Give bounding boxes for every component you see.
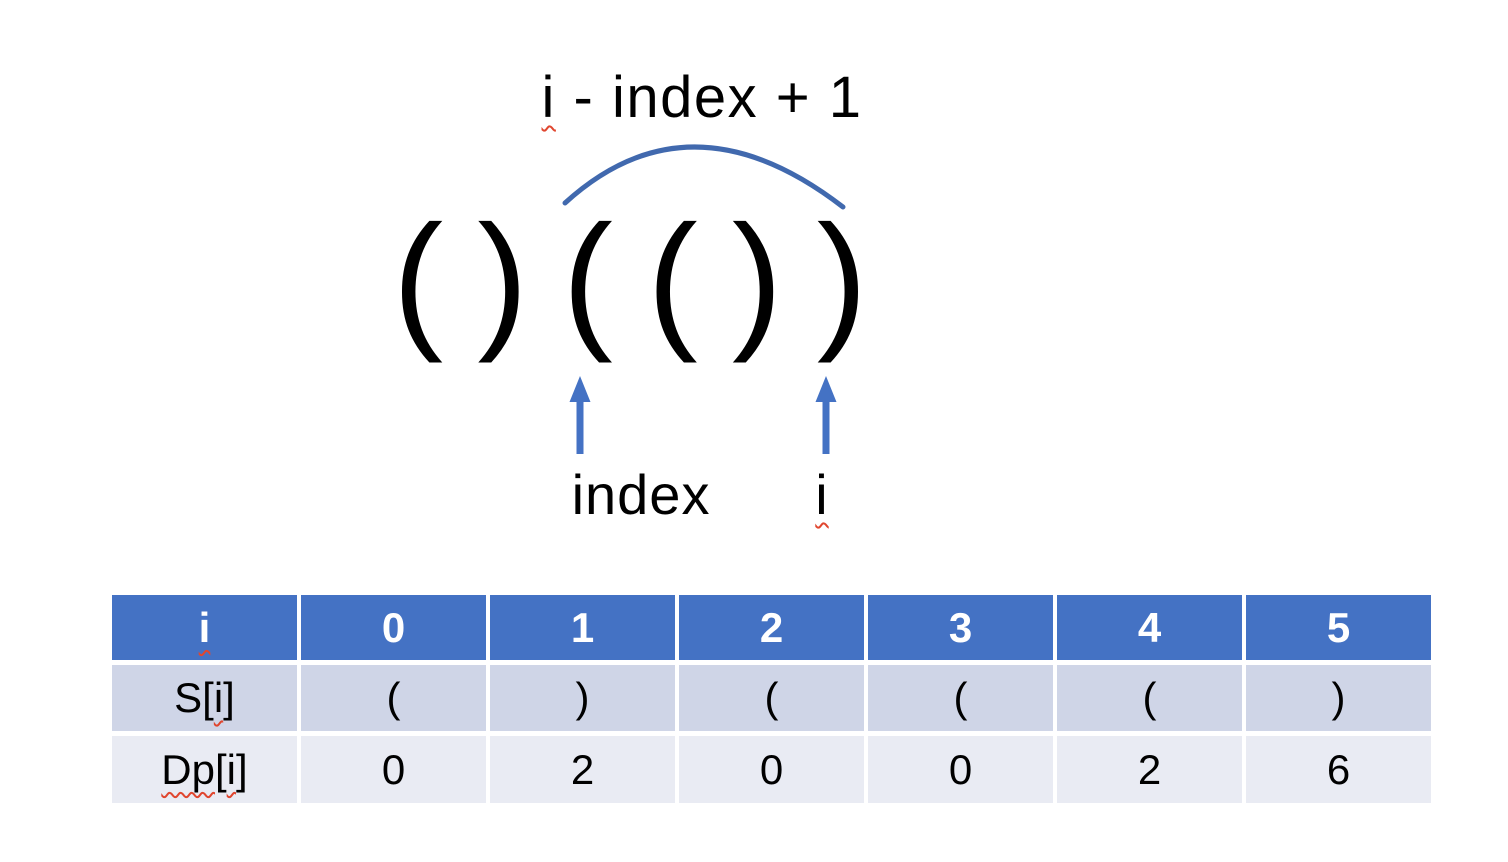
i-arrow-shape — [815, 376, 837, 454]
s-row-label-suffix: ] — [223, 674, 235, 721]
s-row-cell-4: ( — [1057, 665, 1242, 731]
dp-row-label-i: i — [226, 745, 237, 793]
length-expression-i: i — [541, 65, 556, 130]
table-header-cell-4: 4 — [1057, 595, 1242, 660]
length-expression-rest: - index + 1 — [555, 65, 863, 130]
dp-row-label-close: ] — [236, 745, 248, 793]
s-row-cell-1: ) — [490, 665, 675, 731]
table-header-cell-2: 2 — [679, 595, 864, 660]
dp-row-cell-1: 2 — [490, 736, 675, 803]
s-row-cell-2: ( — [679, 665, 864, 731]
i-pointer-label-text: i — [815, 463, 829, 526]
table-header-cell-0: 0 — [301, 595, 486, 660]
table-header-cell-1: 1 — [490, 595, 675, 660]
s-row-label: S[i] — [112, 665, 297, 731]
length-expression: i - index + 1 — [482, 66, 922, 130]
s-row-cell-0: ( — [301, 665, 486, 731]
dp-row-cell-4: 2 — [1057, 736, 1242, 803]
parentheses-sequence: ( ) ( ( ) ) — [392, 194, 868, 364]
dp-row-cell-2: 0 — [679, 736, 864, 803]
table-header-cell-3: 3 — [868, 595, 1053, 660]
i-pointer-label: i — [792, 463, 852, 526]
index-pointer-label: index — [571, 463, 711, 526]
s-row-label-prefix: S[ — [174, 674, 214, 721]
i-arrow-icon — [815, 376, 837, 454]
table-header-cell-5: 5 — [1246, 595, 1431, 660]
s-row-label-i: i — [213, 674, 224, 721]
s-row-cell-3: ( — [868, 665, 1053, 731]
index-arrow-shape — [569, 376, 591, 454]
s-row-cell-5: ) — [1246, 665, 1431, 731]
dp-table: i 0 1 2 3 4 5 S[i] ( ) ( ( ( ) Dp[i] 0 2… — [112, 595, 1431, 803]
index-arrow-icon — [569, 376, 591, 454]
dp-row-cell-5: 6 — [1246, 736, 1431, 803]
dp-row-label-name: Dp — [161, 745, 215, 793]
span-arc-path — [562, 144, 846, 210]
table-header-cell-i: i — [112, 595, 297, 660]
span-arc — [562, 144, 846, 210]
table-header-i-text: i — [198, 603, 211, 651]
dp-row-cell-0: 0 — [301, 736, 486, 803]
dp-row-label: Dp[i] — [112, 736, 297, 803]
dp-row-cell-3: 0 — [868, 736, 1053, 803]
dp-row-label-open: [ — [215, 745, 227, 793]
